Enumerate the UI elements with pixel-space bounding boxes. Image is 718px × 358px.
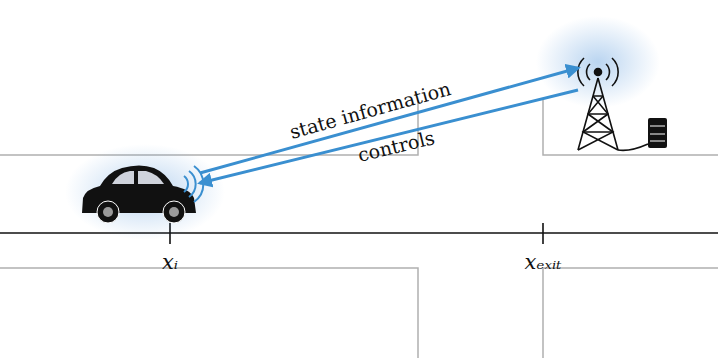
position-label: xᵢ [162, 250, 178, 274]
server-box [648, 118, 667, 148]
cell-tower [578, 58, 648, 150]
road-edges [0, 100, 718, 358]
arrow-label: controls [356, 126, 437, 166]
position-label: xₑₓᵢₜ [525, 250, 562, 274]
antenna-glow [536, 16, 660, 108]
uplink-arrow [200, 68, 578, 173]
exit-tick [542, 223, 544, 244]
car-illustration [82, 166, 203, 224]
car-glow [65, 144, 225, 240]
